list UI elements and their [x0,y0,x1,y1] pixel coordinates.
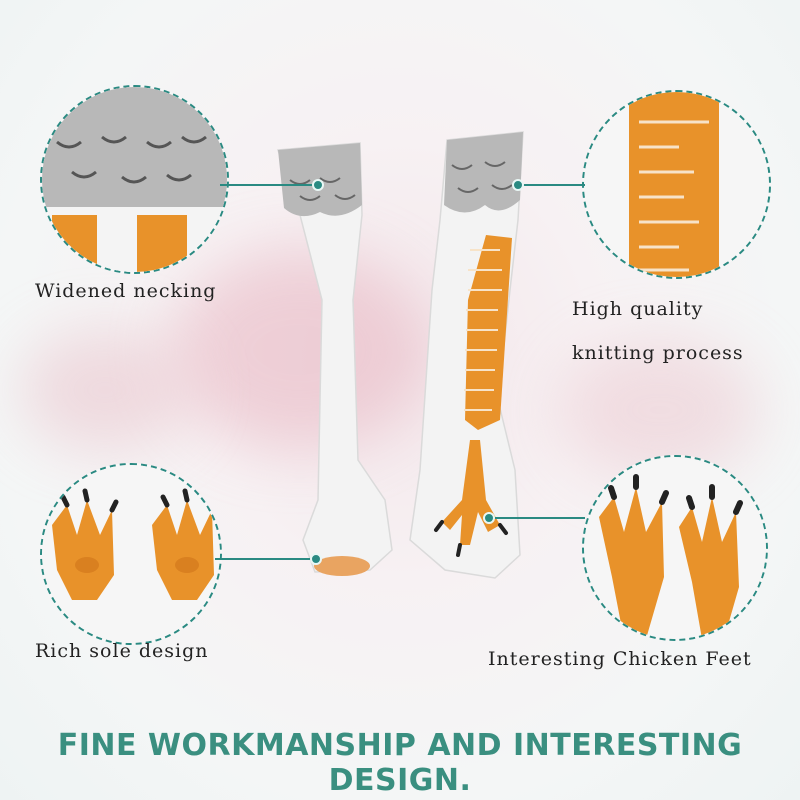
left-sock [276,142,393,576]
background-blur-red [20,330,190,450]
quality-label-line2: knitting process [572,342,744,364]
headline-banner: FINE WORKMANSHIP AND INTERESTING DESIGN. [57,728,743,798]
sole-detail-circle [40,463,222,645]
feet-leader-line [490,517,585,519]
knitting-detail-image [584,92,769,277]
sole-leader-line [215,558,315,560]
necking-detail-image [42,87,227,272]
knitting-leader-line [520,184,585,186]
feet-detail-circle [582,455,768,641]
feet-detail-image [584,457,766,639]
feet-label: Interesting Chicken Feet [488,648,752,670]
sole-detail-image [42,465,220,643]
background-blur-pink [170,250,430,450]
knitting-detail-circle [582,90,771,279]
feet-leader-dot [483,512,495,524]
necking-label: Widened necking [35,280,217,302]
right-sock [409,131,524,579]
necking-leader-line [220,184,318,186]
necking-detail-circle [40,85,229,274]
knitting-leader-dot [512,179,524,191]
necking-leader-dot [312,179,324,191]
sole-leader-dot [310,553,322,565]
sole-label: Rich sole design [35,640,209,662]
quality-label-line1: High quality [572,298,704,320]
